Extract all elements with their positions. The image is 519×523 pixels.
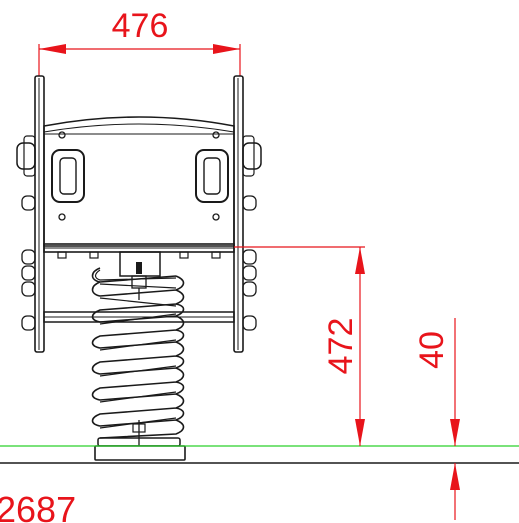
seat-height-dimension: 472: [234, 246, 365, 446]
bolts-right: [242, 135, 262, 331]
spring-base: [94, 437, 186, 461]
handle-left: [51, 149, 85, 203]
handle-right: [195, 149, 229, 203]
drawing-number: 2687: [0, 489, 76, 523]
spring-icon: [91, 267, 185, 446]
bolts-left: [16, 135, 36, 331]
side-plate-left: [34, 75, 45, 353]
width-dimension-label: 476: [112, 7, 169, 45]
seat-frame: [43, 243, 235, 323]
ground-offset-label: 40: [413, 331, 451, 369]
spring-bracket: [119, 251, 161, 300]
seat-back-panel: [43, 116, 235, 247]
side-plate-right: [233, 75, 244, 353]
seat-height-label: 472: [322, 318, 360, 375]
width-dimension: 476: [38, 7, 241, 76]
ground-offset-dimension: 40: [413, 318, 460, 520]
